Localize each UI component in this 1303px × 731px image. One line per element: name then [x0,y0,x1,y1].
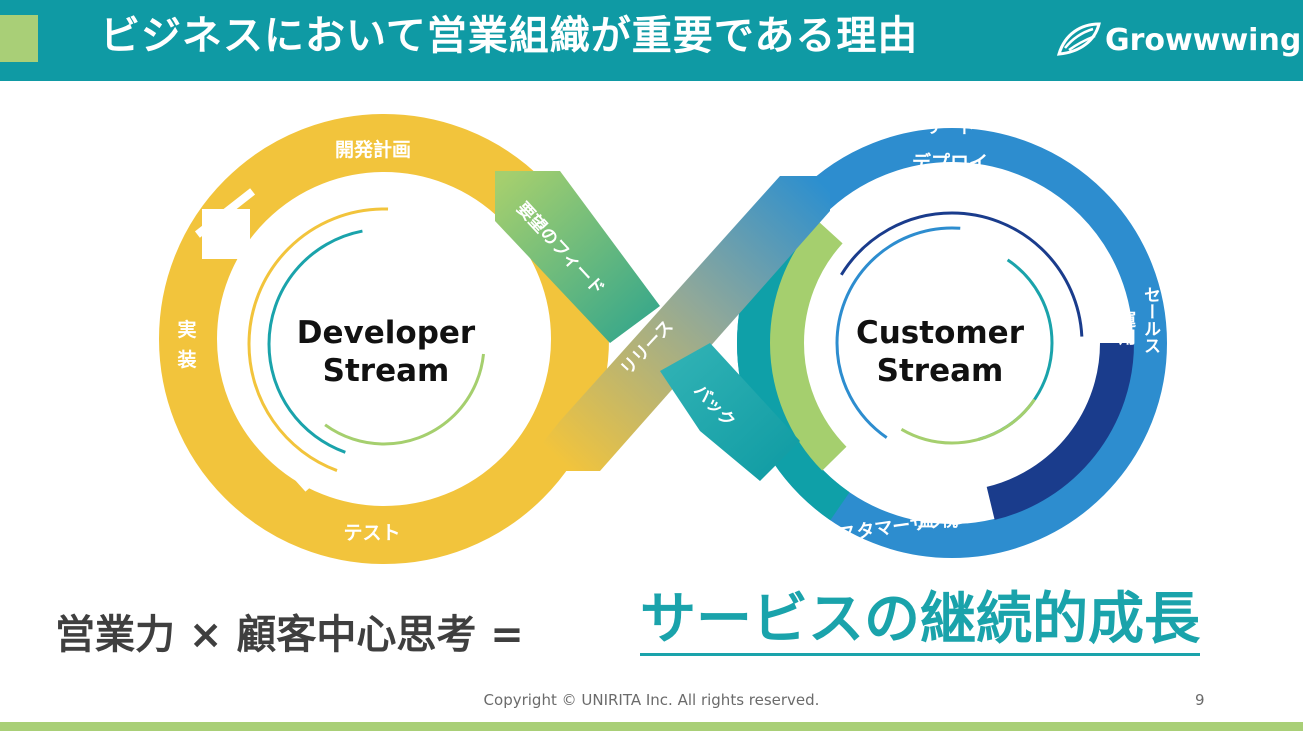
developer-stream-label-2: Stream [323,353,450,389]
customer-outer-band-teal [737,128,1167,558]
cust-inner-arc-blue [835,226,1069,460]
release-arrow [520,176,830,471]
developer-ring [159,114,609,564]
slide-title: ビジネスにおいて営業組織が重要である理由 [100,13,919,59]
stage-operation-label: 運用 [1115,311,1136,346]
page-number: 9 [1195,691,1205,709]
dev-inner-arc-yellow [247,207,521,481]
dev-divider-bottom [258,434,312,492]
equation-left: 営業力 × 顧客中心思考 = [55,612,524,658]
stage-plan-label: 開発計画 [335,138,411,161]
copyright-text: Copyright © UNIRITA Inc. All rights rese… [483,691,820,709]
stage-deploy-label: デプロイ [912,151,988,174]
stage-lead-label: リード [925,118,976,138]
stage-implement-label-2: 装 [176,348,196,371]
header-accent-block [0,15,38,62]
slide-header: ビジネスにおいて営業組織が重要である理由 Growwwing [0,0,1303,81]
stage-monitor-label: 監 視 [918,510,958,531]
customer-stream-label-2: Stream [877,353,1004,389]
equation: 営業力 × 顧客中心思考 = サービスの継続的成長 [55,590,1265,660]
developer-ring-band [159,114,609,564]
leaf-logo-icon [1056,22,1101,56]
customer-inner-band-green [770,161,1134,525]
equation-result: サービスの継続的成長 [640,590,1200,656]
stage-test-label: テスト [343,522,400,544]
dev-divider-top [194,188,256,238]
cust-inner-arc-navy [820,211,1084,475]
back-arrow [660,343,800,481]
cust-inner-arc-green [850,241,1054,445]
dev-inner-arc-green [282,242,486,446]
feedback-arrow [495,171,660,343]
stage-implement-label-1: 実 [177,318,196,341]
customer-stream-label-1: Customer [856,315,1025,351]
developer-stream-label-1: Developer [297,315,476,351]
logo-wordmark: Growwwing [1105,22,1302,58]
customer-inner-band [770,161,1134,525]
devops-infinity-diagram: Developer Stream Customer Stream 開発計画 実 … [159,114,1167,564]
dev-inner-arc-teal [267,227,501,461]
customer-ring [737,128,1167,558]
stage-sales-label: セールス [1140,286,1161,354]
footer-accent-bar [0,722,1303,731]
growwwing-logo: Growwwing [1055,18,1301,62]
cust-inner-arc-teal [850,241,1054,445]
